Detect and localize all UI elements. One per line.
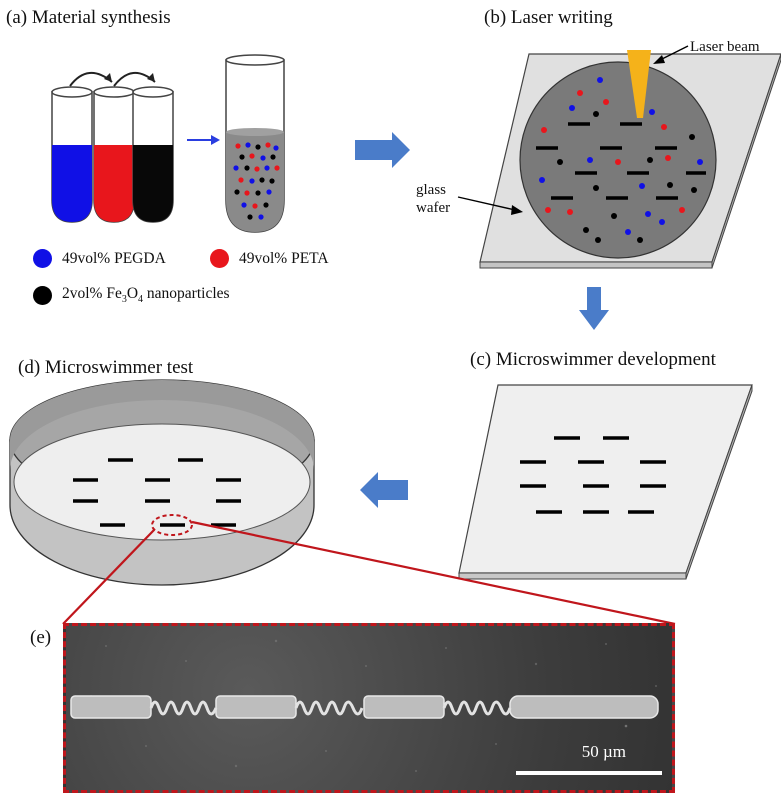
legend-fe3o4: 2vol% Fe3O4 nanoparticles: [33, 285, 230, 305]
laser-beam-pointer: [659, 45, 689, 61]
panel-b-label: (b): [484, 7, 507, 28]
sem-segment-2: [215, 695, 297, 719]
panel-a-title: (a) Material synthesis: [6, 8, 171, 27]
panel-b-text: Laser writing: [510, 7, 613, 28]
written-structures-b: [536, 122, 706, 200]
sem-segment-4: [509, 695, 659, 719]
flow-arrow-a-to-b: [355, 132, 410, 168]
flow-arrow-b-to-c: [579, 287, 609, 330]
sem-helix-3: [442, 700, 512, 716]
pegda-dot: [33, 249, 52, 268]
sem-segment-3: [363, 695, 445, 719]
disk-particles: [539, 77, 703, 243]
panel-c-title: (c) Microswimmer development: [470, 350, 716, 369]
sem-helix-2: [294, 700, 364, 716]
glass-label: glass: [416, 182, 446, 198]
legend-pegda: 49vol% PEGDA: [33, 249, 166, 268]
panel-a-label: (a): [6, 7, 28, 28]
petri-dish: [9, 379, 315, 586]
sem-image: 50 µm: [63, 623, 675, 793]
zoom-line-left: [62, 529, 155, 625]
developed-wafer: [458, 384, 753, 580]
wafer-label: wafer: [416, 200, 451, 216]
panel-b-title: (b) Laser writing: [484, 8, 613, 27]
laser-beam: [627, 50, 651, 118]
microswimmers-c: [520, 436, 666, 514]
laser-beam-pointer-head: [653, 55, 665, 64]
fe3o4-text: 2vol% Fe3O4 nanoparticles: [62, 285, 230, 306]
mix-arrow-head: [211, 135, 220, 145]
scale-bar-label: 50 µm: [581, 742, 626, 761]
glass-wafer-pointer-head: [511, 205, 523, 215]
sem-microswimmer: [70, 639, 662, 775]
flow-arrow-c-to-d: [360, 472, 408, 508]
glass-wafer-pointer: [457, 196, 516, 211]
sem-segment-1: [70, 695, 152, 719]
panel-d-text: Microswimmer test: [44, 357, 194, 378]
pegda-text: 49vol% PEGDA: [62, 249, 166, 267]
peta-text: 49vol% PETA: [239, 249, 329, 267]
vial-red: [93, 86, 135, 223]
pour-arrow-1-head: [104, 73, 112, 82]
panel-d-title: (d) Microswimmer test: [18, 358, 193, 377]
panel-d-label: (d): [18, 357, 41, 378]
panel-a-text: Material synthesis: [31, 7, 171, 28]
tube-particles: [233, 142, 280, 220]
fe3o4-dot: [33, 285, 52, 305]
pour-arrow-2-head: [147, 73, 155, 82]
zoom-line-right: [191, 520, 676, 626]
scale-bar: [516, 771, 662, 775]
panel-e-label: (e): [30, 627, 52, 648]
peta-dot: [210, 249, 229, 268]
vial-blue: [51, 86, 93, 223]
laser-beam-label: Laser beam: [690, 39, 760, 55]
highlight-circle: [151, 514, 193, 536]
legend-peta: 49vol% PETA: [210, 249, 329, 268]
sem-helix-1: [149, 700, 218, 716]
vial-black: [132, 86, 174, 223]
microswimmers-d: [73, 458, 241, 527]
panel-c-text: Microswimmer development: [495, 349, 716, 370]
panel-c-label: (c): [470, 349, 492, 370]
